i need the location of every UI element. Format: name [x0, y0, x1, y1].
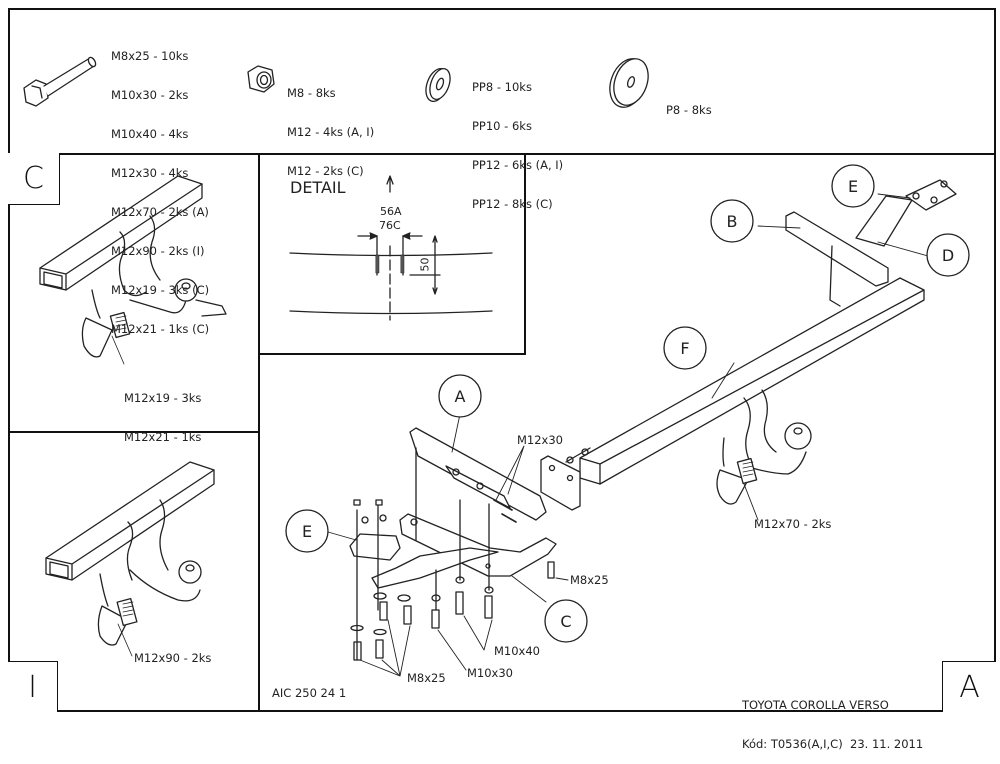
label-m8x25-bottom: M8x25	[407, 671, 446, 685]
label-m12x70: M12x70 - 2ks	[754, 517, 832, 531]
bolt-item: M12x30 - 4ks	[111, 166, 189, 180]
label-m10x30: M10x30	[467, 666, 513, 680]
detail-box-right	[524, 153, 526, 355]
large-washer-list: P8 - 8ks	[666, 78, 712, 143]
callout-a: A	[438, 374, 482, 418]
large-washer-item: P8 - 8ks	[666, 103, 712, 117]
vehicle-name: TOYOTA COROLLA VERSO	[742, 698, 889, 712]
detail-dim-top: 56A	[380, 205, 402, 218]
nut-item: M8 - 8ks	[287, 86, 336, 100]
callout-f-label: F	[680, 339, 689, 358]
detail-dim-side: 50	[418, 257, 432, 272]
nut-item: M12 - 2ks (C)	[287, 164, 364, 178]
washer-item: PP12 - 8ks (C)	[472, 197, 553, 211]
panel-i-corner: I	[8, 661, 58, 712]
bolt-list: M8x25 - 10ks M10x30 - 2ks M10x40 - 4ks M…	[111, 24, 209, 362]
panel-i-label: M12x90 - 2ks	[134, 651, 212, 665]
callout-e-top: E	[831, 164, 875, 208]
callout-b-label: B	[727, 212, 738, 231]
outer-frame	[8, 8, 996, 712]
detail-dim-bottom: 76C	[379, 219, 401, 232]
drawing-canvas: A B C D E E F	[23, 56, 970, 677]
washer-list: PP8 - 10ks PP10 - 6ks PP12 - 6ks (A, I) …	[472, 55, 563, 237]
detail-drawing	[289, 175, 493, 321]
washer-item: PP8 - 10ks	[472, 80, 532, 94]
callout-f: F	[663, 326, 707, 370]
detail-title: DETAIL	[290, 178, 346, 197]
leader-lines	[327, 193, 929, 677]
bolt-item: M12x90 - 2ks (I)	[111, 244, 205, 258]
callout-e-left: E	[285, 509, 329, 553]
label-m12x30: M12x30	[517, 433, 563, 447]
bolt-item: M12x70 - 2ks (A)	[111, 205, 209, 219]
callout-a-label: A	[455, 387, 466, 406]
bolt-icon	[23, 56, 97, 107]
panel-c-labels: M12x19 - 3ks M12x21 - 1ks	[124, 366, 201, 457]
bolt-item: M8x25 - 10ks	[111, 49, 189, 63]
hitch-c-drawing	[39, 175, 227, 365]
nut-item: M12 - 4ks (A, I)	[287, 125, 375, 139]
callout-c-label: C	[560, 612, 571, 631]
detail-box-bottom	[258, 353, 526, 355]
parts-header-divider	[8, 153, 996, 155]
panel-c-label: M12x21 - 1ks	[124, 430, 202, 444]
callout-b: B	[710, 199, 754, 243]
left-row-divider	[8, 431, 260, 433]
callout-d: D	[926, 233, 970, 277]
panel-c-label: M12x19 - 3ks	[124, 391, 202, 405]
drawing-number: AIC 250 24 1	[272, 686, 347, 700]
panel-c-corner: C	[8, 153, 60, 205]
bolt-item: M12x21 - 1ks (C)	[111, 322, 210, 336]
washer-item: PP12 - 6ks (A, I)	[472, 158, 564, 172]
washer-item: PP10 - 6ks	[472, 119, 532, 133]
bolt-item: M10x40 - 4ks	[111, 127, 189, 141]
nut-list: M8 - 8ks M12 - 4ks (A, I) M12 - 2ks (C)	[287, 61, 374, 204]
callout-e-top-label: E	[848, 177, 858, 196]
callout-e-left-label: E	[302, 522, 312, 541]
washer-icon	[425, 68, 451, 102]
main-corner: A	[942, 661, 996, 712]
bolt-item: M12x19 - 3ks (C)	[111, 283, 210, 297]
bolt-item: M10x30 - 2ks	[111, 88, 189, 102]
nut-icon	[247, 65, 275, 93]
towbar-main-drawing	[349, 179, 957, 661]
hitch-i-drawing	[45, 461, 215, 657]
label-m10x40: M10x40	[494, 644, 540, 658]
callout-d-label: D	[942, 246, 954, 265]
large-washer-icon	[609, 58, 649, 108]
code-line: Kód: T0536(A,I,C) 23. 11. 2011	[742, 737, 924, 751]
callout-c: C	[544, 599, 588, 643]
label-m8x25-right: M8x25	[570, 573, 609, 587]
